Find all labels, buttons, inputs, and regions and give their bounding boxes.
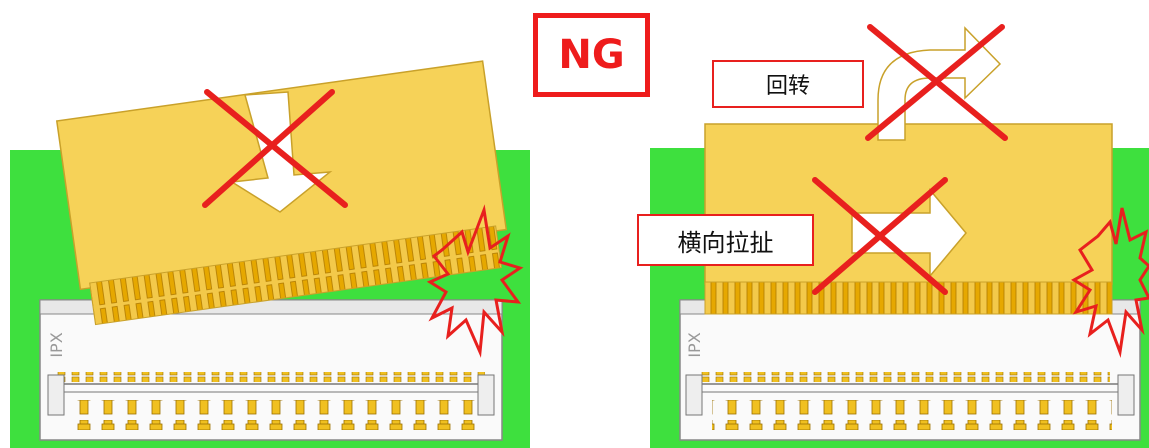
right-panel: IPX [650,24,1149,448]
left-brand-label: IPX [47,332,66,357]
left-connector: IPX [39,299,503,441]
rotate-label: 回转 [712,60,864,108]
right-rotate-cross-mark [865,24,1008,141]
right-brand-label: IPX [685,332,704,357]
left-cross-mark [202,89,348,208]
right-connector: IPX [679,299,1141,441]
right-pull-cross-mark [812,177,948,295]
lateral-pull-label: 横向拉扯 [637,214,814,266]
right-pull-arrow [851,187,967,279]
left-damage-burst [426,204,524,358]
right-damage-burst [1071,207,1149,358]
left-panel: IPX [10,60,530,448]
ng-badge: NG [533,13,650,97]
